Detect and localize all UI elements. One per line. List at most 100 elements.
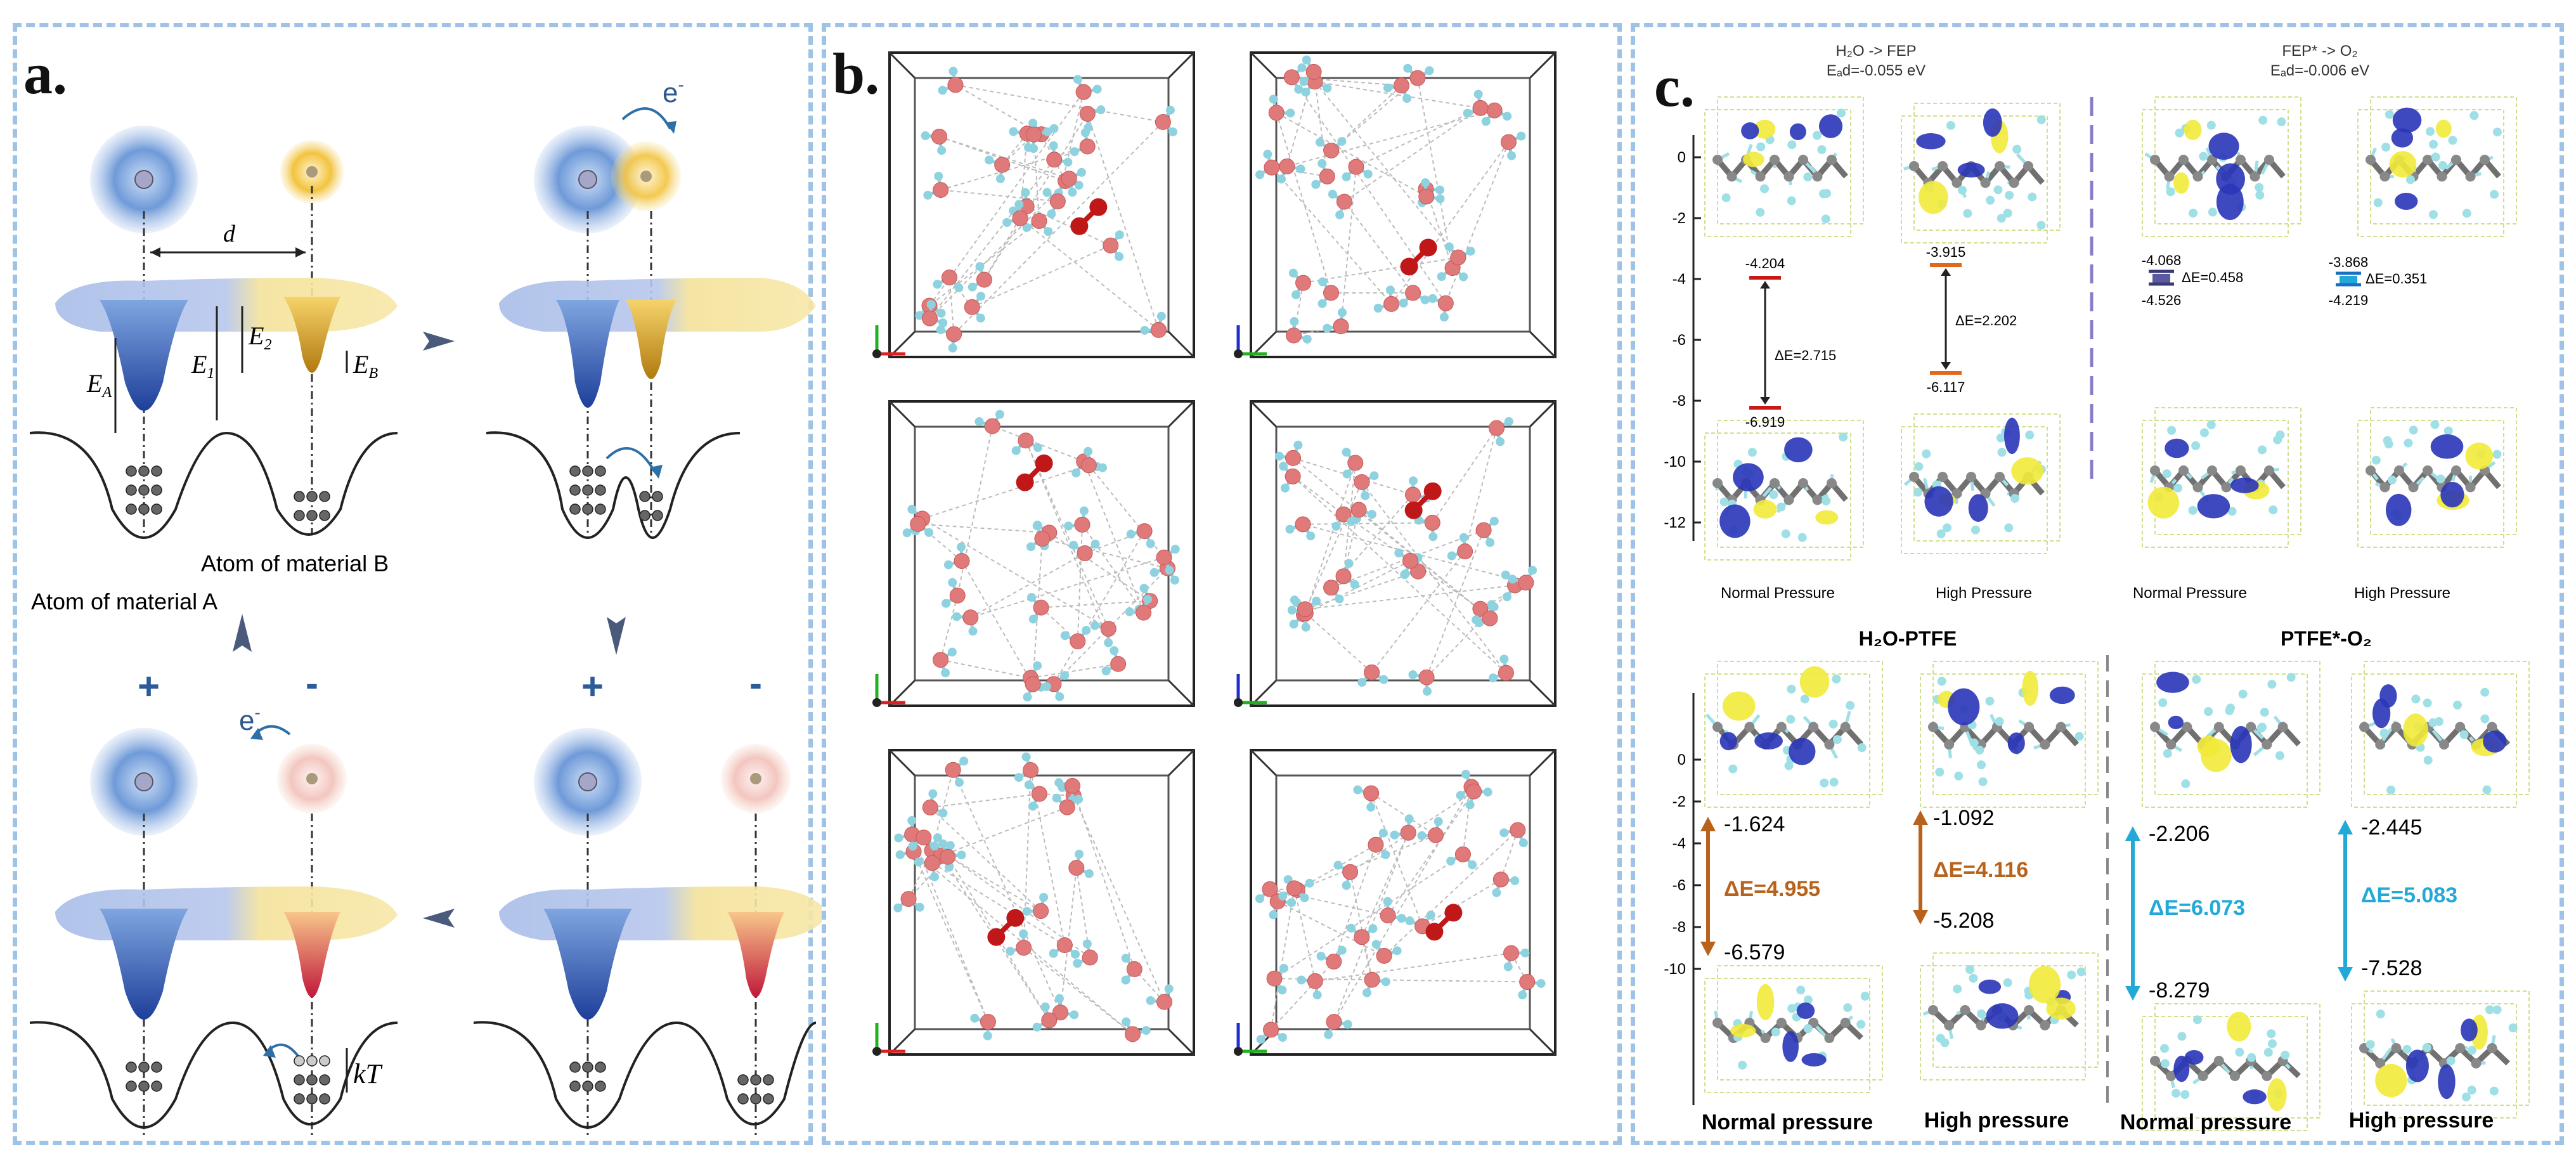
orbital-structure — [1704, 661, 1883, 808]
energy-e2: E2 — [248, 321, 271, 353]
bot-caption-2: High pressure — [1924, 1108, 2069, 1132]
panel-b: b. — [822, 23, 1622, 1145]
eads-h2o-fep: Eₐd=-0.055 eV — [1827, 62, 1926, 79]
orbital-structure — [2142, 96, 2301, 237]
top-caption-2: High Pressure — [1936, 585, 2032, 602]
arrow-left — [423, 909, 455, 928]
orbital-structure — [2142, 407, 2301, 548]
orbital-structure — [1901, 103, 2061, 243]
bot-axis-tick: -2 — [1673, 793, 1686, 810]
water-box-2 — [1234, 51, 1557, 358]
energy-eb: EB — [353, 350, 378, 382]
top-caption-1: Normal Pressure — [1721, 585, 1835, 602]
orbital-structure — [1920, 661, 2099, 808]
bot-homo-1: -1.624 — [1724, 812, 1785, 836]
water-box-5 — [872, 749, 1195, 1056]
top-axis-tick: 0 — [1678, 149, 1686, 166]
orbital-structure — [1920, 952, 2099, 1080]
state-initial: d EA E1 E2 EB Atom of material B Atom of… — [29, 126, 398, 614]
bot-caption-4: High pressure — [2349, 1108, 2494, 1132]
water-box-snapshots — [872, 51, 1557, 1056]
bot-axis-tick: -8 — [1673, 919, 1686, 936]
bot-lumo-3: -8.279 — [2149, 978, 2210, 1003]
bot-caption-3: Normal pressure — [2120, 1110, 2291, 1134]
panel-c: c. H₂O -> FEP Eₐd=-0.055 eV FEP* -> O₂ E… — [1631, 23, 2564, 1145]
orbital-structure — [2357, 407, 2517, 548]
bottom-levels: -1.624 ΔE=4.955 -6.579 -1.092 ΔE=4.116 -… — [1700, 806, 2457, 1003]
water-box-4 — [1234, 400, 1557, 707]
state-separated: + - — [473, 662, 829, 1137]
orbital-structure — [1704, 965, 1883, 1093]
top-lumo-3: -4.526 — [2142, 292, 2181, 308]
top-levels: -4.204 ΔE=2.715 -6.919 -3.915 ΔE=2.202 -… — [1745, 244, 2427, 430]
kt-label: kT — [353, 1058, 384, 1089]
bot-axis-tick: -10 — [1664, 961, 1686, 978]
title-fep-o2: FEP* -> O₂ — [2282, 42, 2357, 60]
title-h2o-ptfe: H₂O-PTFE — [1859, 627, 1957, 650]
top-gap-2: ΔE=2.202 — [1955, 313, 2017, 328]
arrow-up — [233, 614, 252, 652]
charge-transfer-diagram: d EA E1 E2 EB Atom of material B Atom of… — [29, 75, 829, 1137]
top-homo-1: -4.204 — [1745, 256, 1785, 271]
state-separated-charged: + - e- kT — [29, 662, 398, 1137]
energy-e1: E1 — [191, 350, 214, 382]
bot-axis-tick: 0 — [1678, 751, 1686, 769]
bot-gap-1: ΔE=4.955 — [1724, 877, 1820, 901]
bot-gap-4: ΔE=5.083 — [2361, 883, 2457, 907]
svg-text:-: - — [749, 662, 762, 704]
svg-text:+: + — [581, 665, 604, 708]
top-axis-tick: -2 — [1673, 210, 1686, 227]
orbital-structure — [2142, 661, 2320, 808]
water-box-3 — [872, 400, 1195, 707]
arrow-down — [607, 617, 626, 655]
water-box-6 — [1234, 749, 1557, 1056]
orbital-structure — [2142, 1003, 2320, 1131]
bot-caption-1: Normal pressure — [1702, 1110, 1873, 1134]
bot-homo-2: -1.092 — [1933, 806, 1994, 830]
bot-axis-tick: -6 — [1673, 877, 1686, 894]
top-homo-4: -3.868 — [2329, 254, 2368, 270]
distance-label: d — [223, 221, 236, 247]
top-caption-4: High Pressure — [2354, 585, 2450, 602]
top-energy-axis: 0-2-4-6-8-10-12 — [1664, 135, 1701, 541]
energy-ea: EA — [86, 369, 112, 401]
state-contact: e- — [486, 75, 816, 539]
top-homo-2: -3.915 — [1926, 244, 1965, 260]
bot-homo-3: -2.206 — [2149, 822, 2210, 846]
panel-b-label: b. — [832, 41, 880, 106]
bot-homo-4: -2.445 — [2361, 815, 2422, 840]
panel-a: a. — [13, 23, 829, 1145]
bot-lumo-2: -5.208 — [1933, 909, 1994, 933]
top-lumo-4: -4.219 — [2329, 292, 2368, 308]
orbital-structure — [2351, 990, 2530, 1119]
orbital-structure — [1704, 420, 1864, 561]
atom-b-label: Atom of material B — [201, 550, 389, 576]
svg-text:e-: e- — [239, 703, 261, 736]
top-axis-tick: -10 — [1664, 453, 1686, 470]
top-lumo-1: -6.919 — [1745, 414, 1785, 430]
orbital-structure — [2351, 661, 2530, 808]
top-gap-3: ΔE=0.458 — [2182, 269, 2243, 285]
orbital-structure — [1704, 96, 1864, 237]
top-lumo-2: -6.117 — [1927, 379, 1965, 395]
arrow-right — [423, 332, 455, 351]
orbital-structure — [1901, 413, 2061, 554]
atom-a-label: Atom of material A — [31, 588, 217, 614]
top-caption-3: Normal Pressure — [2133, 585, 2247, 602]
electron-label: e- — [663, 75, 684, 108]
eads-fep-o2: Eₐd=-0.006 eV — [2270, 62, 2369, 79]
panel-c-label: c. — [1654, 54, 1695, 119]
minus-sign: - — [306, 662, 318, 704]
top-axis-tick: -4 — [1673, 271, 1686, 288]
panel-a-label: a. — [23, 41, 67, 106]
bot-gap-3: ΔE=6.073 — [2149, 896, 2245, 920]
water-box-1 — [872, 51, 1195, 358]
orbital-structure — [2357, 96, 2517, 237]
top-axis-tick: -12 — [1664, 514, 1686, 531]
bot-gap-2: ΔE=4.116 — [1933, 858, 2028, 882]
top-homo-3: -4.068 — [2142, 252, 2181, 268]
top-gap-4: ΔE=0.351 — [2366, 271, 2427, 287]
plus-sign: + — [138, 665, 160, 708]
top-axis-tick: -8 — [1673, 393, 1686, 410]
title-h2o-fep: H₂O -> FEP — [1835, 42, 1916, 60]
